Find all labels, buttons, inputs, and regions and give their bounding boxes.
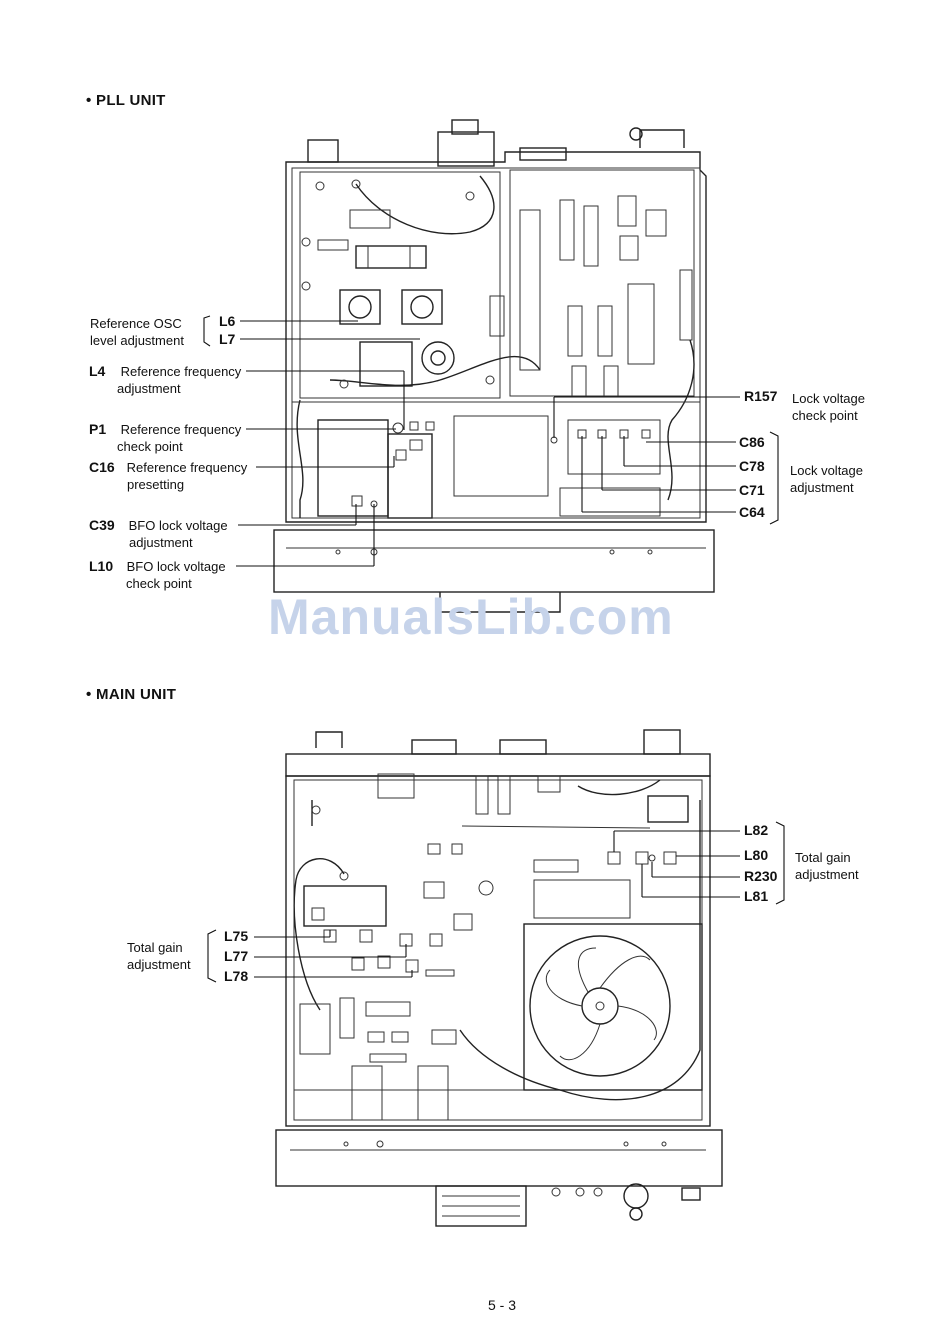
main-right-label: Total gain adjustment (795, 849, 859, 883)
ref-c16: C16 (89, 459, 115, 475)
ref-l4: L4 (89, 363, 106, 379)
main-leader-lines (207, 821, 785, 983)
l4-line1: Reference frequency (120, 364, 242, 379)
ref-c86: C86 (739, 434, 765, 450)
c16-line1: Reference frequency (126, 460, 248, 475)
ref-p1: P1 (89, 421, 107, 437)
watermark: ManualsLib.com (268, 589, 674, 645)
ref-c64: C64 (739, 504, 765, 520)
ref-l75: L75 (224, 928, 249, 944)
page-number: 5 - 3 (488, 1297, 517, 1313)
p1-line2: check point (117, 439, 183, 454)
p1-label: P1 Reference frequency check point (89, 421, 241, 455)
main-chassis-drawing (275, 729, 723, 1227)
c16-line2: presetting (127, 477, 185, 492)
ref-l78: L78 (224, 968, 249, 984)
ref-l6: L6 (219, 313, 236, 329)
main-left-label: Total gain adjustment (127, 939, 191, 973)
ref-osc-line1: Reference OSC (90, 316, 182, 331)
l4-line2: adjustment (117, 381, 181, 396)
pll-leader-lines (203, 315, 779, 567)
pll-unit-title: • PLL UNIT (86, 92, 166, 109)
l10-label: L10 BFO lock voltage check point (89, 558, 226, 592)
main-unit-title: • MAIN UNIT (86, 686, 177, 703)
ref-osc-label: Reference OSC level adjustment (90, 315, 184, 349)
lock-adj-line2: adjustment (790, 480, 854, 495)
ref-l10: L10 (89, 558, 114, 574)
l10-line2: check point (126, 576, 192, 591)
r157-line1: Lock voltage (792, 391, 865, 406)
p1-line1: Reference frequency (120, 422, 242, 437)
main-left-line2: adjustment (127, 957, 191, 972)
ref-c78: C78 (739, 458, 765, 474)
ref-c39: C39 (89, 517, 115, 533)
pll-chassis-drawing (273, 119, 715, 613)
ref-l80: L80 (744, 847, 769, 863)
main-right-line2: adjustment (795, 867, 859, 882)
c39-label: C39 BFO lock voltage adjustment (89, 517, 228, 551)
ref-l82: L82 (744, 822, 769, 838)
lock-adj-line1: Lock voltage (790, 463, 863, 478)
main-left-line1: Total gain (127, 940, 183, 955)
c39-line2: adjustment (129, 535, 193, 550)
ref-l7: L7 (219, 331, 236, 347)
l10-line1: BFO lock voltage (126, 559, 226, 574)
r157-label: Lock voltage check point (792, 390, 865, 424)
c39-line1: BFO lock voltage (128, 518, 228, 533)
c16-label: C16 Reference frequency presetting (89, 459, 247, 493)
main-right-line1: Total gain (795, 850, 851, 865)
ref-c71: C71 (739, 482, 765, 498)
ref-r157: R157 (744, 388, 778, 404)
ref-r230: R230 (744, 868, 778, 884)
l4-label: L4 Reference frequency adjustment (89, 363, 241, 397)
ref-osc-line2: level adjustment (90, 333, 184, 348)
ref-l81: L81 (744, 888, 769, 904)
ref-l77: L77 (224, 948, 249, 964)
r157-line2: check point (792, 408, 858, 423)
lock-adj-label: Lock voltage adjustment (790, 462, 863, 496)
